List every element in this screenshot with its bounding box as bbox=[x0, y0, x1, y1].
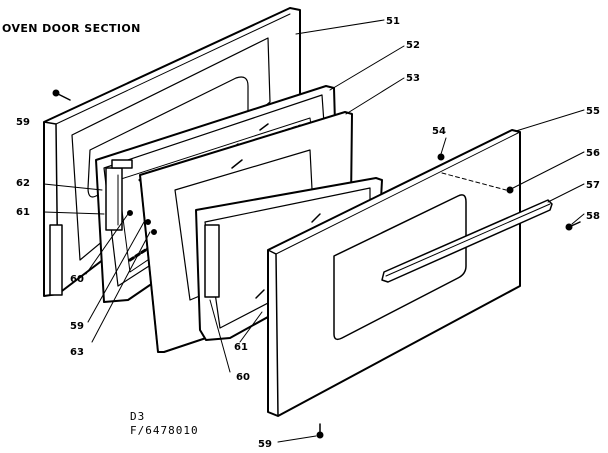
diagram-code-line2: F/6478010 bbox=[130, 424, 199, 437]
callout-56: 56 bbox=[586, 148, 600, 159]
callout-62: 62 bbox=[16, 178, 30, 189]
leader-lines bbox=[43, 19, 585, 443]
callout-58: 58 bbox=[586, 211, 600, 222]
callout-59-mid: 59 bbox=[70, 321, 84, 332]
hinge-bracket bbox=[105, 167, 123, 231]
diagram-title: OVEN DOOR SECTION bbox=[2, 22, 141, 35]
screw-icon bbox=[437, 153, 445, 161]
callout-63: 63 bbox=[70, 347, 84, 358]
screw-icon bbox=[127, 210, 133, 216]
screw-hardware bbox=[52, 89, 581, 439]
callout-59-bottom: 59 bbox=[258, 439, 272, 450]
callout-60-left: 60 bbox=[70, 274, 84, 285]
door-handle[interactable] bbox=[381, 199, 553, 283]
callout-61-right: 61 bbox=[234, 342, 248, 353]
callout-55: 55 bbox=[586, 106, 600, 117]
callout-54: 54 bbox=[432, 126, 446, 137]
callout-60-right: 60 bbox=[236, 372, 250, 383]
callout-61-left: 61 bbox=[16, 207, 30, 218]
retainer-clip bbox=[204, 224, 220, 298]
callout-53: 53 bbox=[406, 73, 420, 84]
liner-side-bracket bbox=[49, 224, 63, 296]
window-opening bbox=[333, 194, 467, 341]
callout-52: 52 bbox=[406, 40, 420, 51]
screw-icon bbox=[151, 229, 157, 235]
screw-icon bbox=[506, 186, 514, 194]
callout-51: 51 bbox=[386, 16, 400, 27]
diagram-code-line1: D3 bbox=[130, 410, 146, 423]
screw-icon bbox=[145, 219, 151, 225]
callout-57: 57 bbox=[586, 180, 600, 191]
callout-labels: 51 52 53 54 55 56 57 58 59 62 61 60 59 6… bbox=[16, 16, 600, 450]
callout-59-top: 59 bbox=[16, 117, 30, 128]
